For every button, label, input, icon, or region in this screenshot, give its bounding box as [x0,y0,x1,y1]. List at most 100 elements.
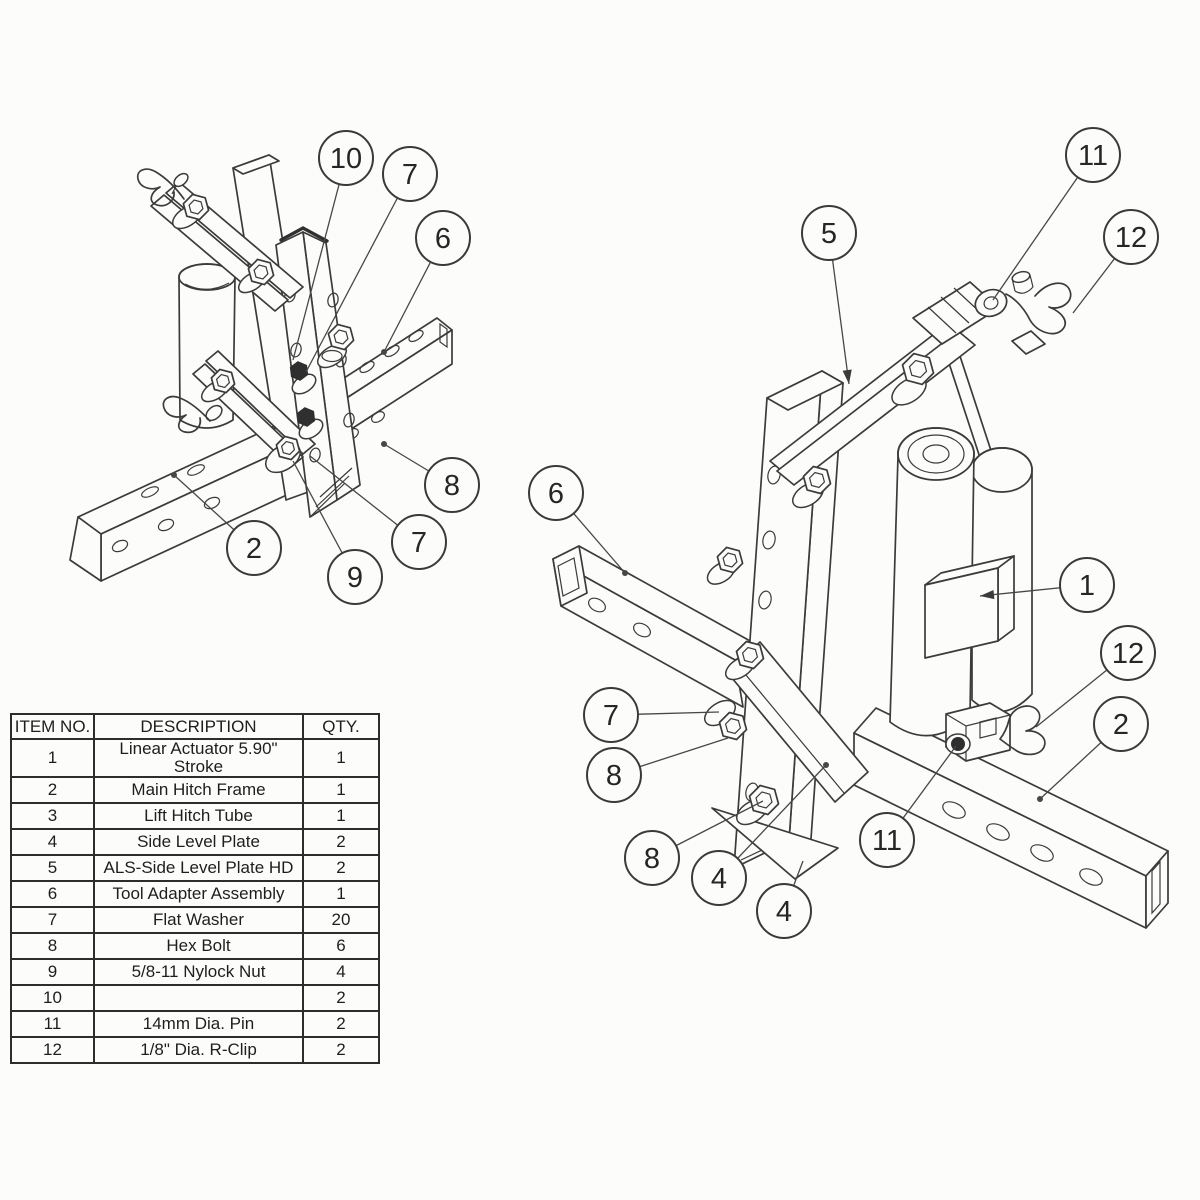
description-cell: Side Level Plate [93,828,304,856]
r-clip-icon [1005,282,1072,335]
callout-balloon: 12 [1103,209,1159,265]
callout-number: 11 [1078,140,1108,172]
item-cell: 12 [10,1036,95,1064]
side-level-plates [711,641,869,880]
description-cell: Tool Adapter Assembly [93,880,304,908]
callout-number: 6 [435,223,451,255]
item-cell: 5 [10,854,95,882]
callout-number: 2 [246,533,262,565]
balloon-circle [1100,625,1156,681]
description-cell: Linear Actuator 5.90" Stroke [93,738,304,778]
table-row: 10 2 [10,984,380,1012]
item-cell: 11 [10,1010,95,1038]
hex-bolt-icon [253,264,269,280]
parts-table-header-row: ITEM NO. DESCRIPTION QTY. [10,713,380,740]
hex-bolt-icon [901,352,935,386]
callout-balloon: 8 [424,457,480,513]
r-clip-icon [136,168,185,207]
leader-line [292,157,347,361]
leader-dot [622,570,628,576]
leader-dot [823,762,829,768]
stud-bolt-icon [289,361,309,381]
callout-balloon: 4 [756,883,812,939]
balloon-circle [859,812,915,868]
callout-number: 8 [606,760,622,792]
leader-arrowhead [980,589,995,600]
balloon-circle [415,210,471,266]
callout-balloon: 2 [1093,696,1149,752]
hex-bolt-icon [808,471,826,489]
balloon-circle [1093,696,1149,752]
callout-balloon: 6 [528,465,584,521]
callout-number: 6 [548,478,564,510]
callout-number: 7 [411,527,427,559]
description-cell [93,984,304,1012]
description-cell: Hex Bolt [93,932,304,960]
flat-washer-icon [321,349,343,363]
balloon-circle [756,883,812,939]
callout-balloon: 8 [624,830,680,886]
tool-adapter-tube-right [552,545,762,708]
hex-bolt-icon [215,373,231,389]
callout-balloon: 1 [1059,557,1115,613]
hex-bolt-icon [741,646,759,664]
balloon-circle [691,850,747,906]
item-cell: 3 [10,802,95,830]
callout-number: 9 [347,562,363,594]
hex-bolt-icon [722,552,738,568]
callout-number: 12 [1115,222,1147,254]
qty-cell: 2 [302,1036,380,1064]
balloon-circle [391,514,447,570]
callout-number: 2 [1113,709,1129,741]
description-cell: Lift Hitch Tube [93,802,304,830]
item-cell: 1 [10,738,95,778]
balloon-circle [586,747,642,803]
hex-bolt-icon [908,359,928,379]
callout-balloon: 7 [382,146,438,202]
description-cell: 5/8-11 Nylock Nut [93,958,304,986]
leader-dot [1037,796,1043,802]
item-cell: 6 [10,880,95,908]
callout-number: 8 [444,470,460,502]
callout-number: 5 [821,218,837,250]
qty-cell: 1 [302,802,380,830]
callout-balloon: 11 [1065,127,1121,183]
balloon-circle [528,465,584,521]
qty-cell: 6 [302,932,380,960]
callout-number: 11 [872,825,902,857]
hex-bolt-icon [275,435,301,461]
callout-balloon: 9 [327,549,383,605]
description-cell: Main Hitch Frame [93,776,304,804]
balloon-circle [1059,557,1115,613]
description-cell: 1/8" Dia. R-Clip [93,1036,304,1064]
callout-number: 12 [1112,638,1144,670]
qty-cell: 20 [302,906,380,934]
description-cell: Flat Washer [93,906,304,934]
hex-bolt-icon [755,791,773,809]
balloon-circle [624,830,680,886]
callout-balloon: 10 [318,130,374,186]
callout-number: 1 [1079,570,1095,602]
callout-balloon: 2 [226,520,282,576]
leader-arrowhead [842,369,852,384]
hex-bolt-icon [210,368,236,394]
item-cell: 10 [10,984,95,1012]
qty-cell: 2 [302,984,380,1012]
callout-number: 8 [644,843,660,875]
balloon-circle [1103,209,1159,265]
qty-cell: 4 [302,958,380,986]
balloon-circle [801,205,857,261]
balloon-circle [424,457,480,513]
item-cell: 8 [10,932,95,960]
balloon-circle [382,146,438,202]
callout-balloon: 11 [859,812,915,868]
